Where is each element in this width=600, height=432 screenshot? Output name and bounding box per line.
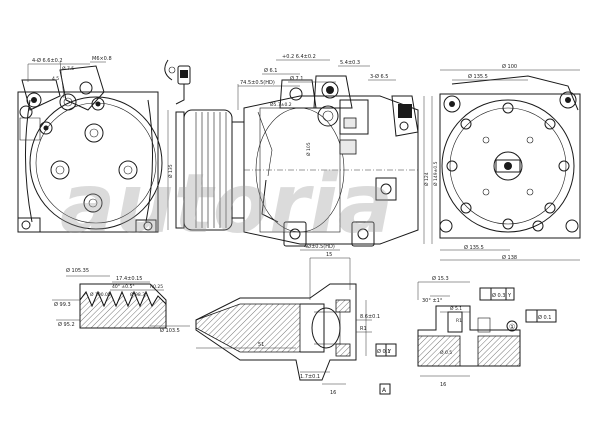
watermark: autoria — [60, 157, 393, 252]
dimension-label: +0.2 6.4±0.2 — [282, 54, 316, 60]
dimension-label: Ø 105 — [305, 142, 312, 156]
dimension-label: Ø 135 — [167, 164, 174, 178]
dimension-label: Ø 149±0.5 — [432, 161, 439, 186]
dimension-label: 16 — [330, 390, 336, 396]
dimension-label: Ø 124 — [423, 172, 430, 186]
dimension-label: Ø 95.2 — [58, 321, 75, 328]
dimension-label: Ø 138 — [502, 254, 517, 261]
dimension-label: Ø 6.1 — [264, 67, 277, 74]
bolt-hole — [118, 160, 138, 180]
left-front-view: 4-Ø 6.6±0.2 M6×0.8 Ø 7.5 4.5 — [17, 56, 163, 233]
dimension-label: 40° ±0.5° — [112, 284, 135, 290]
dimension-label: R1 — [360, 326, 367, 332]
port-section-detail: 15 51 1.7±0.1 8.6±0.1 R1 Ø 0.1 Y A 16 — [195, 252, 397, 396]
dimension-label: 4-Ø 6.6±0.2 — [32, 57, 63, 64]
dimension-label: 3-Ø 6.5 — [370, 73, 388, 80]
dimension-label: 74.5±0.5(HD) — [240, 80, 275, 86]
dimension-label: Ø 103.5 — [160, 327, 180, 334]
dimension-label: Ø 0.5 — [440, 349, 452, 356]
bolt-hole — [50, 160, 70, 180]
dimension-label: 4Ø±0.5(HD) — [304, 243, 335, 250]
dimension-label: 16 — [440, 382, 446, 388]
flange-section-detail: ① Ø 15.3 30° ±1° Ø 0.3 Y Ø 0.1 Ø 5.1 R1 … — [417, 275, 557, 388]
tolerance-value: Ø 0.1 — [377, 348, 390, 355]
dimension-label: R1 — [456, 318, 462, 324]
dimension-label: 1.7±0.1 — [300, 374, 320, 380]
dimension-label: Ø 15.3 — [432, 275, 449, 282]
dimension-label: Ø 135.5 — [464, 244, 484, 251]
dimension-label: Ø 100.05 — [90, 291, 111, 298]
tolerance-frame — [479, 287, 515, 301]
dimension-label: Ø 7.5 — [62, 65, 74, 72]
dimension-label: Ø 7.1 — [290, 75, 303, 82]
dimension-label: Ø5.7±0.2 — [270, 101, 292, 108]
connector-plug — [164, 59, 191, 105]
datum-label: Y — [507, 293, 512, 299]
dimension-label: 8.6±0.1 — [360, 314, 380, 320]
datum-label: A — [382, 387, 387, 394]
dimension-label: Ø 100 — [502, 63, 517, 70]
dimension-label: M6×0.8 — [92, 56, 112, 62]
dimension-label: 30° ±1° — [422, 298, 443, 304]
center-side-view: +0.2 6.4±0.2 Ø 6.1 5.4±0.3 Ø 7.1 Ø5.7±0.… — [167, 54, 439, 251]
tolerance-frame — [525, 309, 557, 323]
dimension-label: 15 — [326, 252, 332, 258]
dimension-label: Ø 99.3 — [54, 301, 71, 308]
callout-circle — [506, 320, 518, 332]
dimension-label: Ø 135.5 — [468, 73, 488, 80]
tolerance-value: Ø 0.1 — [538, 314, 551, 321]
dimension-label: Ø 5.1 — [450, 305, 462, 312]
dimension-label: R0.25 — [150, 284, 163, 290]
dimension-label: 17.4±0.15 — [116, 276, 142, 282]
dimension-label: Ø 98.3 — [130, 291, 145, 298]
callout-number: ① — [509, 323, 515, 331]
dimension-label: Ø 105.35 — [66, 267, 89, 274]
datum-label: Y — [387, 349, 392, 355]
dimension-label: 4.5 — [52, 76, 59, 82]
pulley-groove-detail: Ø 105.35 17.4±0.15 40° ±0.5° R0.25 Ø 98.… — [52, 267, 190, 334]
dimension-label: 5.4±0.3 — [340, 60, 360, 66]
right-rear-view: Ø 100 Ø 135.5 Ø 135.5 Ø 138 — [439, 63, 581, 261]
dimension-label: 51 — [258, 342, 264, 348]
bolt-hole — [83, 193, 103, 213]
bolt-hole — [84, 123, 104, 143]
tolerance-value: Ø 0.3 — [492, 292, 505, 299]
